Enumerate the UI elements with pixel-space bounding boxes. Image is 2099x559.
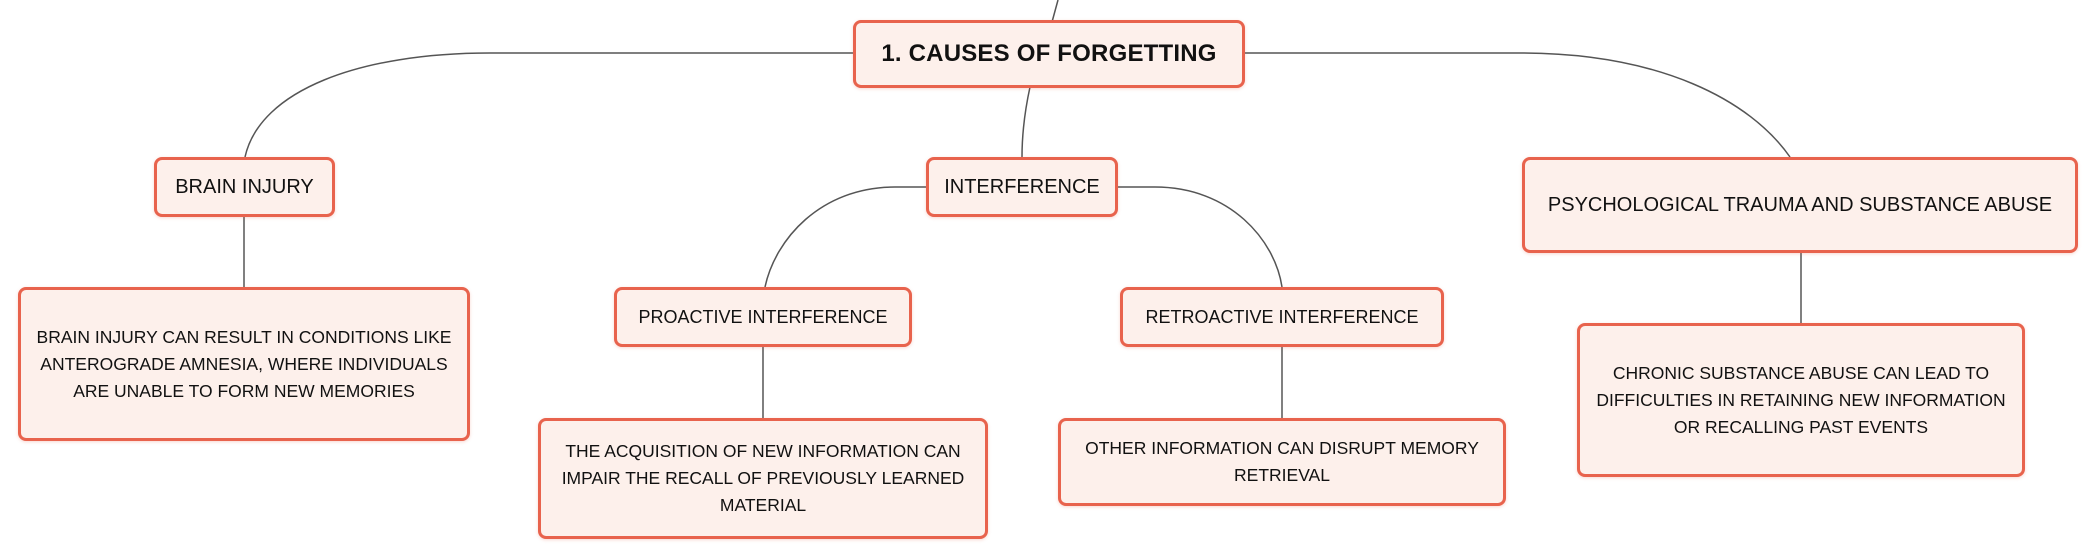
subtopic-node-label: PROACTIVE INTERFERENCE [638, 306, 888, 327]
detail-node-psychological-trauma[interactable]: CHRONIC SUBSTANCE ABUSE CAN LEAD TO DIFF… [1577, 323, 2025, 477]
topic-node-psychological-trauma[interactable]: PSYCHOLOGICAL TRAUMA AND SUBSTANCE ABUSE [1522, 157, 2078, 253]
connector-interference-proactive [764, 186, 926, 288]
detail-node-retroactive-interference[interactable]: OTHER INFORMATION CAN DISRUPT MEMORY RET… [1058, 418, 1506, 506]
topic-node-brain-injury[interactable]: BRAIN INJURY [154, 157, 335, 217]
detail-node-proactive-interference[interactable]: THE ACQUISITION OF NEW INFORMATION CAN I… [538, 418, 988, 539]
root-node-label: 1. CAUSES OF FORGETTING [881, 40, 1217, 67]
connector-root-psych-trauma [1245, 52, 1791, 158]
topic-node-label: INTERFERENCE [944, 175, 1100, 198]
detail-node-text: OTHER INFORMATION CAN DISRUPT MEMORY RET… [1085, 438, 1479, 485]
detail-node-text: THE ACQUISITION OF NEW INFORMATION CAN I… [561, 441, 965, 515]
detail-node-text: CHRONIC SUBSTANCE ABUSE CAN LEAD TO DIFF… [1596, 362, 2006, 437]
subtopic-node-label: RETROACTIVE INTERFERENCE [1145, 306, 1419, 327]
connector-root-interference [1021, 86, 1031, 158]
connector-root-brain-injury [244, 52, 855, 158]
topic-node-label: BRAIN INJURY [175, 175, 314, 198]
subtopic-node-proactive-interference[interactable]: PROACTIVE INTERFERENCE [614, 287, 912, 347]
root-node-causes-of-forgetting[interactable]: 1. CAUSES OF FORGETTING [853, 20, 1245, 88]
detail-node-brain-injury[interactable]: BRAIN INJURY CAN RESULT IN CONDITIONS LI… [18, 287, 470, 441]
topic-node-interference[interactable]: INTERFERENCE [926, 157, 1118, 217]
subtopic-node-retroactive-interference[interactable]: RETROACTIVE INTERFERENCE [1120, 287, 1444, 347]
topic-node-label: PSYCHOLOGICAL TRAUMA AND SUBSTANCE ABUSE [1547, 193, 2053, 216]
connector-root-parent [1051, 0, 1059, 23]
detail-node-text: BRAIN INJURY CAN RESULT IN CONDITIONS LI… [36, 326, 452, 401]
connector-interference-retroactive [1118, 186, 1283, 288]
